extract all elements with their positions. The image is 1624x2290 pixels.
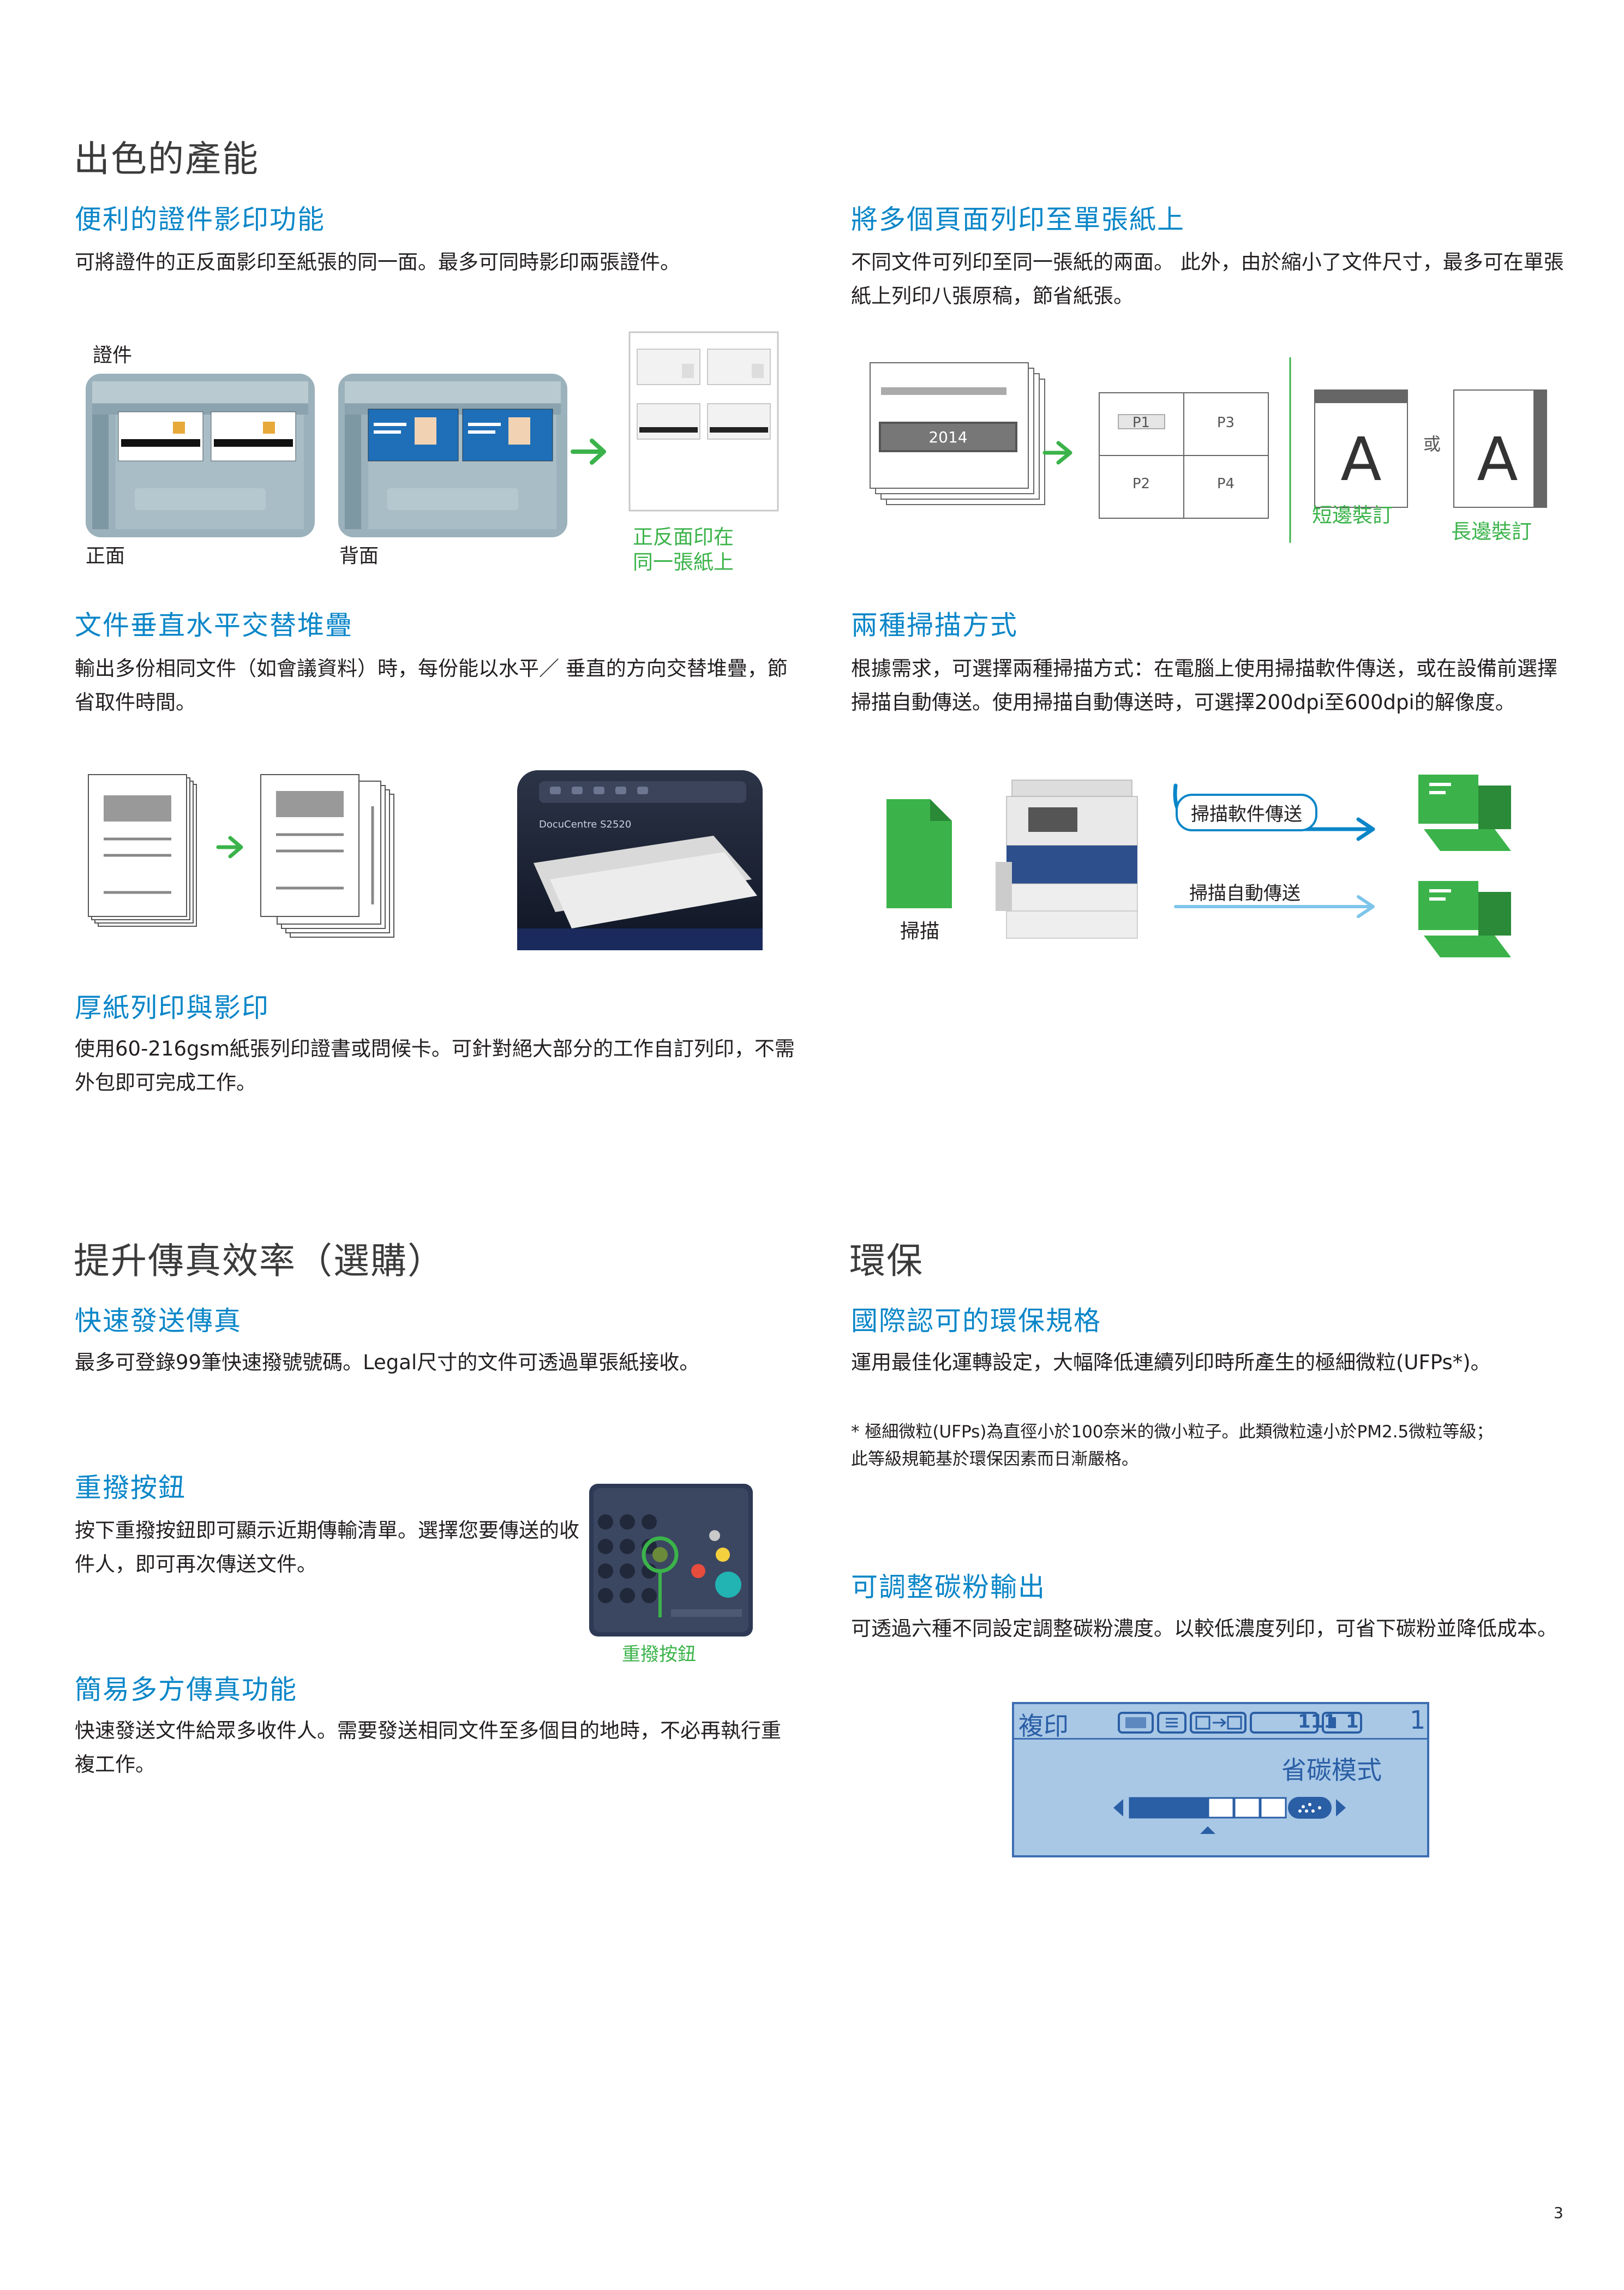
page-label-p4: P4 (1217, 476, 1235, 492)
id-card-back-photo (338, 374, 567, 537)
toner-segment (1181, 1797, 1208, 1819)
label-long-edge: 長邊裝訂 (1451, 520, 1532, 543)
offset-stacking-diagram (88, 774, 394, 938)
footnote-ufps: * 極細微粒(UFPs)為直徑小於100奈米的微小粒子。此類微粒遠小於PM2.5… (851, 1422, 1494, 1469)
doc-year-text: 2014 (928, 428, 967, 446)
slider-position-marker (1200, 1826, 1215, 1834)
toner-density-slider[interactable] (1112, 1791, 1347, 1835)
heading-fast-fax: 快速發送傳真 (75, 1305, 242, 1336)
page-number: 3 (1554, 2204, 1563, 2222)
fax-keypad-photo (589, 1484, 753, 1636)
page-label-p2: P2 (1132, 476, 1150, 492)
page-label-p1: P1 (1132, 415, 1150, 431)
heading-toner: 可調整碳粉輸出 (851, 1572, 1046, 1603)
heading-offset-stacking: 文件垂直水平交替堆疊 (75, 610, 353, 641)
body-offset-stacking: 輸出多份相同文件（如會議資料）時，每份能以水平／ 垂直的方向交替堆疊，節省取件時… (75, 657, 788, 714)
lcd-number: 1 (1410, 1705, 1426, 1735)
section-title-productivity: 出色的產能 (74, 138, 259, 180)
printer-machine-icon (996, 780, 1138, 939)
body-heavy-paper: 使用60-216gsm紙張列印證書或問候卡。可針對絕大部分的工作自訂列印，不需外… (75, 1037, 795, 1094)
toner-segment (1260, 1797, 1287, 1819)
body-n-up: 不同文件可列印至同一張紙的兩面。 此外，由於縮小了文件尺寸，最多可在單張紙上列印… (851, 250, 1564, 308)
id-card-front-photo (86, 374, 315, 537)
lcd-mode: 省碳模式 (1281, 1755, 1382, 1785)
lcd-title: 複印 (1018, 1711, 1069, 1741)
toner-segment (1129, 1797, 1156, 1819)
section-title-fax: 提升傳真效率（選購） (74, 1240, 445, 1282)
toner-segment (1207, 1797, 1235, 1819)
computer-icon-1 (1418, 775, 1511, 851)
lcd-panel: 複印 111 1 1 省碳模式 (1012, 1702, 1429, 1857)
label-same-sheet: 正反面印在 同一張紙上 (633, 525, 734, 574)
scan-document-icon (886, 799, 952, 908)
label-redial-button: 重撥按鈕 (622, 1644, 696, 1665)
page-label-p3: P3 (1217, 415, 1235, 431)
label-scan-auto: 掃描自動傳送 (1189, 883, 1301, 904)
label-short-edge: 短邊裝訂 (1312, 503, 1393, 527)
toner-segment (1155, 1797, 1182, 1819)
long-edge-letter: A (1477, 424, 1518, 494)
body-eco-standard: 運用最佳化運轉設定，大幅降低連續列印時所產生的極細微粒(UFPs*)。 (851, 1351, 1491, 1374)
heading-redial: 重撥按鈕 (75, 1472, 187, 1503)
body-toner: 可透過六種不同設定調整碳粉濃度。以較低濃度列印，可省下碳粉並降低成本。 (851, 1617, 1557, 1640)
label-front: 正面 (86, 545, 125, 567)
docucentre-output-photo: DocuCentre S2520 (517, 770, 763, 950)
heading-id-copy: 便利的證件影印功能 (75, 204, 326, 235)
label-back: 背面 (339, 545, 379, 567)
lcd-copies: 1 (1346, 1711, 1359, 1733)
label-scan-software: 掃描軟件傳送 (1176, 794, 1317, 831)
n-up-diagram: 2014 P1 P3 P2 P4 A 或 A (870, 357, 1547, 543)
label-scan: 掃描 (900, 920, 940, 943)
heading-n-up: 將多個頁面列印至單張紙上 (851, 204, 1185, 235)
heading-heavy-paper: 厚紙列印與影印 (75, 992, 270, 1023)
heading-scan-methods: 兩種掃描方式 (851, 610, 1018, 641)
body-redial: 按下重撥按鈕即可顯示近期傳輸清單。選擇您要傳送的收件人，即可再次傳送文件。 (75, 1519, 579, 1576)
arrow-right-icon (571, 439, 606, 465)
section-title-eco: 環保 (849, 1240, 924, 1282)
body-multi-fax: 快速發送文件給眾多收件人。需要發送相同文件至多個目的地時，不必再執行重複工作。 (75, 1719, 781, 1776)
heading-eco-standard: 國際認可的環保規格 (851, 1305, 1102, 1336)
body-fast-fax: 最多可登錄99筆快速撥號號碼。Legal尺寸的文件可透過單張紙接收。 (75, 1351, 700, 1374)
body-id-copy: 可將證件的正反面影印至紙張的同一面。最多可同時影印兩張證件。 (75, 250, 680, 274)
short-edge-letter: A (1340, 424, 1381, 494)
toner-segment (1233, 1797, 1261, 1819)
heading-multi-fax: 簡易多方傳真功能 (75, 1674, 298, 1705)
body-scan-methods: 根據需求，可選擇兩種掃描方式：在電腦上使用掃描軟件傳送，或在設備前選擇掃描自動傳… (851, 657, 1557, 714)
lcd-status-icons (1118, 1712, 1362, 1734)
or-text: 或 (1423, 434, 1441, 454)
machine-model-text: DocuCentre S2520 (539, 819, 631, 830)
computer-icon-2 (1418, 881, 1511, 957)
label-id-card: 證件 (93, 344, 133, 367)
id-copy-result-sheet (628, 331, 779, 512)
lcd-count: 111 (1298, 1711, 1337, 1733)
